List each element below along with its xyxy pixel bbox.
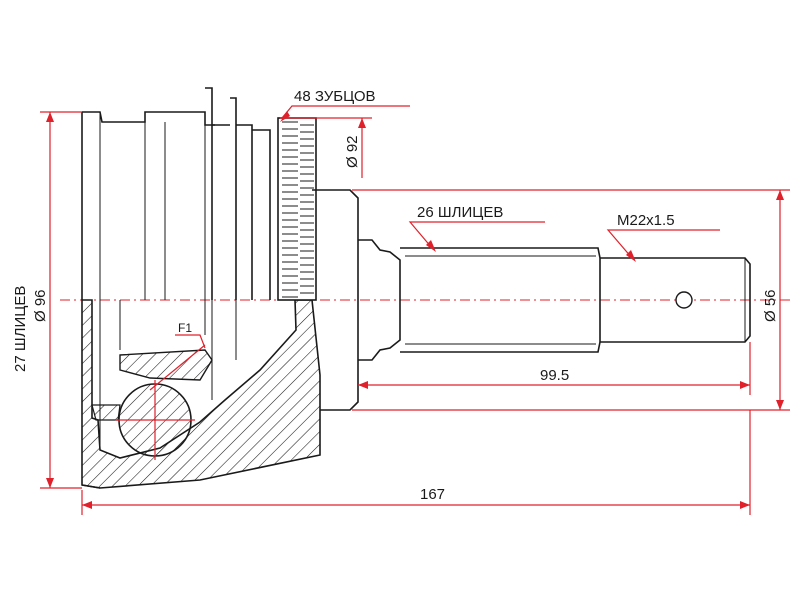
- dia-96-label: Ø 96: [32, 289, 49, 322]
- abs-ring: [277, 117, 317, 301]
- threaded-end: [600, 257, 751, 343]
- dim-99-label: 99.5: [540, 367, 569, 384]
- dim-167-label: 167: [420, 486, 445, 503]
- flange: [312, 189, 359, 411]
- inner-race-hatch: [119, 349, 213, 381]
- teeth-count-label: 48 ЗУБЦОВ: [294, 88, 376, 105]
- cage-hatch: [91, 404, 121, 421]
- splines-27-label: 27 ШЛИЦЕВ: [12, 286, 29, 372]
- cotter-pin-hole: [675, 291, 693, 309]
- shaft-neck: [358, 239, 401, 361]
- splines-26-label: 26 ШЛИЦЕВ: [417, 204, 503, 221]
- dimensions: [40, 105, 790, 515]
- splined-shaft: [400, 247, 601, 353]
- dia-92-label: Ø 92: [344, 135, 361, 168]
- thread-label: M22x1.5: [617, 212, 675, 229]
- housing-section-hatch: [81, 299, 321, 489]
- dia-56-label: Ø 56: [762, 289, 779, 322]
- f1-label: F1: [178, 321, 192, 335]
